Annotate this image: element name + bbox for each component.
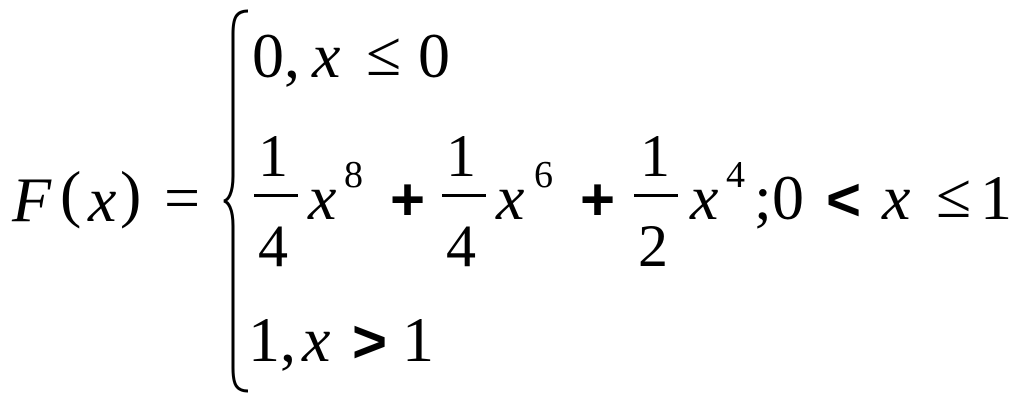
case3-greater-than: > bbox=[352, 308, 388, 375]
case2-term3-variable: x bbox=[690, 162, 719, 233]
open-paren: ( bbox=[60, 158, 82, 229]
case2-upper-bound: 1 bbox=[980, 162, 1012, 233]
case2-frac1-bar bbox=[254, 194, 298, 197]
equals-sign: = bbox=[164, 162, 201, 233]
case2-frac2-numerator: 1 bbox=[446, 123, 476, 189]
case2-term1-exponent: 8 bbox=[344, 154, 363, 196]
case3-value: 1, bbox=[248, 304, 296, 375]
case2-frac1-numerator: 1 bbox=[258, 123, 288, 189]
case1-relation: ≤ bbox=[366, 18, 402, 89]
case2-frac2-denominator: 4 bbox=[446, 213, 476, 279]
case2-plus1: + bbox=[390, 166, 426, 233]
case2-term3-exponent: 4 bbox=[726, 154, 745, 196]
case2-lower-bound: 0 bbox=[772, 162, 804, 233]
case2-frac3-bar bbox=[634, 194, 678, 197]
case2-less-than: < bbox=[826, 166, 862, 233]
case1-variable: x bbox=[312, 20, 341, 91]
case2-frac2-bar bbox=[442, 194, 486, 197]
case2-frac3-numerator: 1 bbox=[640, 123, 670, 189]
case2-variable: x bbox=[882, 162, 911, 233]
case2-frac1-denominator: 4 bbox=[258, 213, 288, 279]
case1-value: 0, bbox=[252, 20, 300, 91]
function-name: F bbox=[12, 164, 52, 235]
case2-term1-variable: x bbox=[308, 162, 337, 233]
case2-plus2: + bbox=[580, 166, 616, 233]
case2-relation: ≤ bbox=[936, 160, 972, 231]
case2-frac3-denominator: 2 bbox=[638, 213, 668, 279]
case3-variable: x bbox=[302, 304, 331, 375]
case2-term2-exponent: 6 bbox=[534, 154, 553, 196]
close-paren: ) bbox=[120, 158, 142, 229]
case1-bound: 0 bbox=[418, 20, 450, 91]
case3-bound: 1 bbox=[402, 304, 434, 375]
case2-term2-variable: x bbox=[496, 162, 525, 233]
left-brace-icon bbox=[223, 9, 249, 393]
function-variable: x bbox=[88, 164, 117, 235]
case2-separator: ; bbox=[754, 162, 772, 233]
